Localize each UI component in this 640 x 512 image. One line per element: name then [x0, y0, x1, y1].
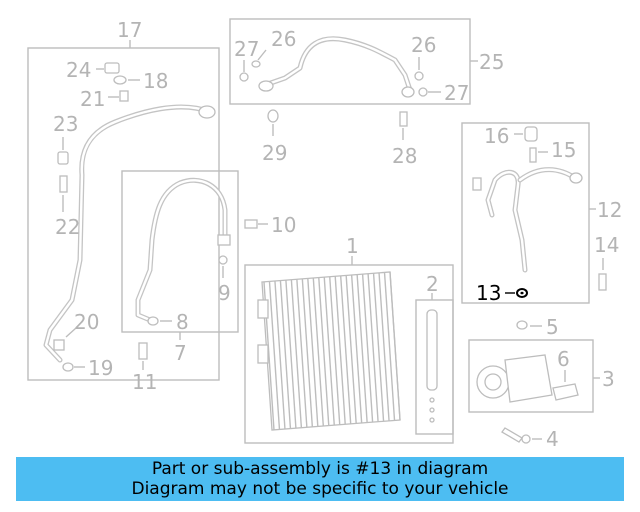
callout-20: 20	[74, 310, 99, 334]
group-3-compressor: 3 6	[468, 339, 615, 413]
condenser-fin	[296, 279, 308, 428]
callout-4: 4	[546, 427, 559, 451]
condenser-fin	[389, 271, 401, 421]
info-banner: Part or sub-assembly is #13 in diagram D…	[16, 457, 624, 501]
condenser-fin	[345, 275, 357, 424]
condenser-fin	[383, 272, 396, 421]
condenser-fin	[323, 277, 335, 426]
parts-diagram: 17 24 18 21 23 22 20 19	[27, 18, 622, 451]
callout-21: 21	[80, 87, 105, 111]
callout-10: 10	[271, 213, 296, 237]
callout-24: 24	[66, 58, 91, 82]
part-5: 5	[516, 315, 559, 339]
parts-10-11: 10 11	[132, 213, 296, 394]
callout-18: 18	[143, 69, 168, 93]
callout-16: 16	[484, 124, 509, 148]
callout-7: 7	[174, 341, 187, 365]
callout-27b: 27	[444, 81, 469, 105]
group-1-condenser: 1	[244, 234, 454, 444]
condenser-fin	[290, 279, 303, 428]
condenser-fin	[329, 276, 341, 425]
condenser-fin	[312, 278, 325, 427]
callout-12: 12	[597, 198, 622, 222]
callout-28: 28	[392, 144, 417, 168]
callout-11: 11	[132, 370, 157, 394]
condenser-fin	[378, 272, 390, 421]
callout-1: 1	[346, 234, 359, 258]
condenser-fin	[274, 281, 286, 430]
callout-5: 5	[546, 315, 559, 339]
callout-25: 25	[479, 50, 504, 74]
callout-9: 9	[218, 281, 231, 305]
callout-13-highlighted: 13	[476, 281, 501, 305]
group-2-drier: 2	[415, 272, 454, 435]
parts-28-29: 29 28	[262, 109, 417, 168]
condenser-fin	[318, 277, 330, 426]
callout-29: 29	[262, 141, 287, 165]
callout-23: 23	[53, 112, 78, 136]
condenser-fin	[350, 274, 363, 424]
condenser-fin	[367, 273, 379, 422]
condenser-fin	[356, 274, 368, 423]
group-25: 25 27 26 26 27	[229, 18, 504, 105]
callout-26b: 26	[411, 33, 436, 57]
condenser-fin	[361, 274, 374, 423]
callout-8: 8	[176, 310, 189, 334]
part-14: 14	[594, 233, 619, 291]
callout-3: 3	[602, 367, 615, 391]
banner-line-2: Diagram may not be specific to your vehi…	[131, 479, 509, 499]
callout-19: 19	[88, 356, 113, 380]
group-7: 7 9 8	[121, 170, 239, 365]
callout-26a: 26	[271, 27, 296, 51]
condenser-fin	[334, 276, 346, 425]
condenser-fin	[339, 275, 352, 424]
condenser-fin	[279, 280, 292, 429]
banner-line-1: Part or sub-assembly is #13 in diagram	[151, 459, 489, 479]
callout-2: 2	[426, 272, 439, 296]
condenser-fin	[268, 281, 281, 430]
condenser-fin	[307, 278, 319, 427]
condenser-fin	[285, 280, 297, 429]
callout-27a: 27	[234, 37, 259, 61]
callout-6: 6	[557, 347, 570, 371]
part-4: 4	[501, 427, 559, 451]
callout-22: 22	[55, 215, 80, 239]
callout-14: 14	[594, 233, 619, 257]
group-12: 12 16 15 13	[461, 122, 622, 305]
group-17: 17 24 18 21 23 22 20 19	[27, 18, 220, 381]
condenser-fin	[372, 273, 385, 422]
condenser-fin	[301, 278, 314, 428]
callout-17: 17	[117, 18, 142, 42]
callout-15: 15	[551, 138, 576, 162]
